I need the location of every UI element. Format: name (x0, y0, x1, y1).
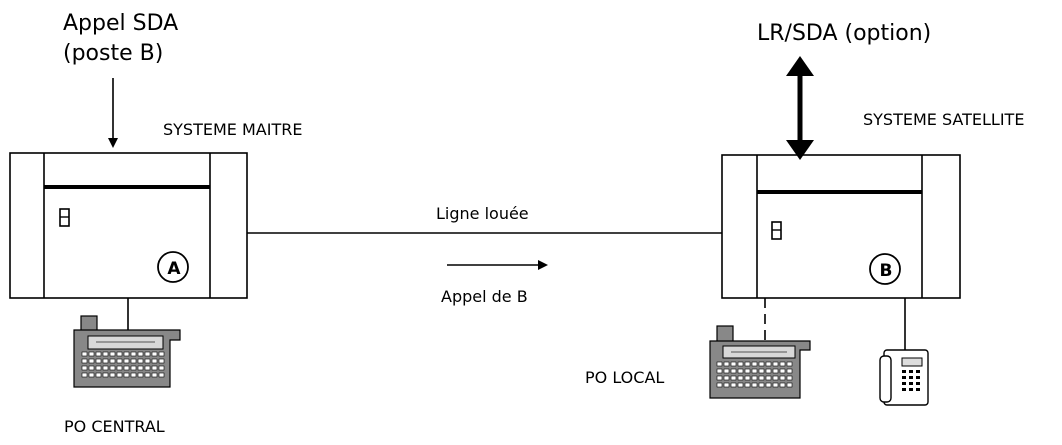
node-a-circle (157, 251, 189, 283)
po-local-console-icon (709, 325, 811, 399)
po-local-label: PO LOCAL (585, 368, 664, 387)
satellite-system: B (721, 154, 961, 299)
node-a-label: A (167, 259, 181, 279)
leased-line-label: Ligne louée (436, 204, 529, 223)
telephone-icon (879, 349, 929, 406)
po-central-label: PO CENTRAL (64, 417, 165, 436)
lr-sda-option-label: LR/SDA (option) (757, 21, 931, 46)
node-b-circle (869, 253, 901, 285)
master-system: A (9, 152, 248, 299)
incoming-call-label-line1: Appel SDA (63, 11, 178, 36)
satellite-system-label: SYSTEME SATELLITE (863, 110, 1024, 129)
po-central-console-icon (73, 315, 181, 388)
node-b-label: B (880, 261, 893, 281)
master-system-label: SYSTEME MAITRE (163, 120, 302, 139)
incoming-call-label-line2: (poste B) (63, 41, 163, 66)
lr-sda-arrow (786, 56, 814, 160)
call-from-b-label: Appel de B (441, 287, 528, 306)
